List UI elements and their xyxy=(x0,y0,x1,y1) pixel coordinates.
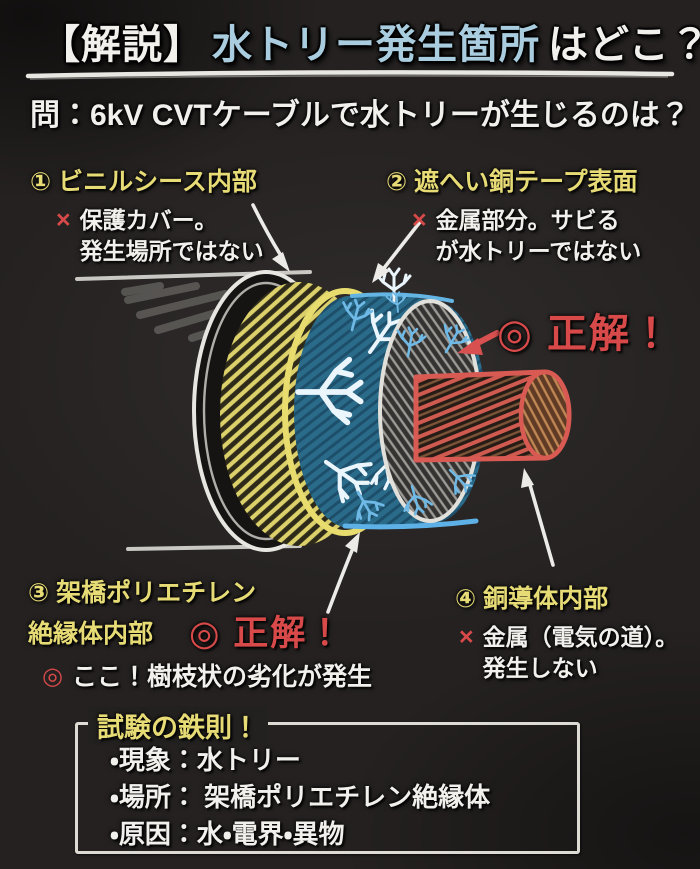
exam-rule-box: 試験の鉄則！ ・現象：水トリー ・場所： 架橋ポリエチレン絶縁体 ・原因：水・電… xyxy=(75,706,580,854)
annotation-insulation-note: ここ！樹枝状の劣化が発生 xyxy=(71,663,372,691)
cross-mark-icon: × xyxy=(56,206,71,234)
title-underline xyxy=(25,70,675,80)
annotation-shield-tape: ② 遮へい銅テープ表面 × 金属部分。サビる が水トリーではない xyxy=(386,162,641,267)
title-highlight: 水トリー発生箇所 xyxy=(212,23,540,67)
double-circle-mark-icon: ◎ xyxy=(42,663,63,690)
annotation-sheath-label: ① ビニルシース内部 xyxy=(30,168,257,196)
correct-arrow xyxy=(457,330,500,355)
title-suffix: はどこ？ xyxy=(548,23,700,67)
page-title: 【解説】水トリー発生箇所はどこ？ xyxy=(40,12,700,70)
pointer-arrow-4 xyxy=(521,468,555,567)
correct-answer-badge: ◎ 正解！ xyxy=(497,312,674,356)
exam-rule-item: ・場所： 架橋ポリエチレン絶縁体 xyxy=(110,782,491,812)
cross-mark-icon: × xyxy=(459,623,474,651)
annotation-insulation-label-line2: 絶縁体内部 xyxy=(28,620,154,648)
exam-rule-item: ・現象：水トリー xyxy=(110,745,301,775)
question-text: 問：6kV CVTケーブルで水トリーが生じるのは？ xyxy=(30,99,690,132)
annotation-sheath-note: 保護カバー。 発生場所ではない xyxy=(79,207,264,264)
annotation-sheath: ① ビニルシース内部 × 保護カバー。 発生場所ではない xyxy=(30,162,264,267)
correct-answer-verdict: ◎ 正解！ xyxy=(189,614,345,653)
title-prefix: 【解説】 xyxy=(40,23,204,67)
pointer-arrows xyxy=(251,203,555,614)
cross-mark-icon: × xyxy=(412,206,427,234)
annotation-insulation: ③ 架橋ポリエチレン 絶縁体内部 ◎ 正解！ ◎ ここ！樹枝状の劣化が発生 xyxy=(28,573,372,692)
annotation-shield-tape-note: 金属部分。サビる が水トリーではない xyxy=(435,207,642,264)
pointer-arrow-3 xyxy=(326,532,360,614)
conductor xyxy=(413,369,572,463)
annotation-conductor-label: ④ 銅導体内部 xyxy=(455,585,609,613)
pointer-arrow-2 xyxy=(372,220,422,283)
exam-rule-items: ・現象：水トリー ・場所： 架橋ポリエチレン絶縁体 ・原因：水・電界・異物 xyxy=(78,725,577,853)
annotation-shield-tape-label: ② 遮へい銅テープ表面 xyxy=(386,168,638,196)
exam-rule-title: 試験の鉄則！ xyxy=(88,706,268,745)
annotation-conductor: ④ 銅導体内部 × 金属（電気の道）。 発生しない xyxy=(455,579,678,684)
pointer-arrow-1 xyxy=(251,203,290,272)
annotation-insulation-label-line1: ③ 架橋ポリエチレン xyxy=(28,579,257,607)
annotation-conductor-note: 金属（電気の道）。 発生しない xyxy=(482,624,679,681)
exam-rule-item: ・原因：水・電界・異物 xyxy=(110,819,345,849)
